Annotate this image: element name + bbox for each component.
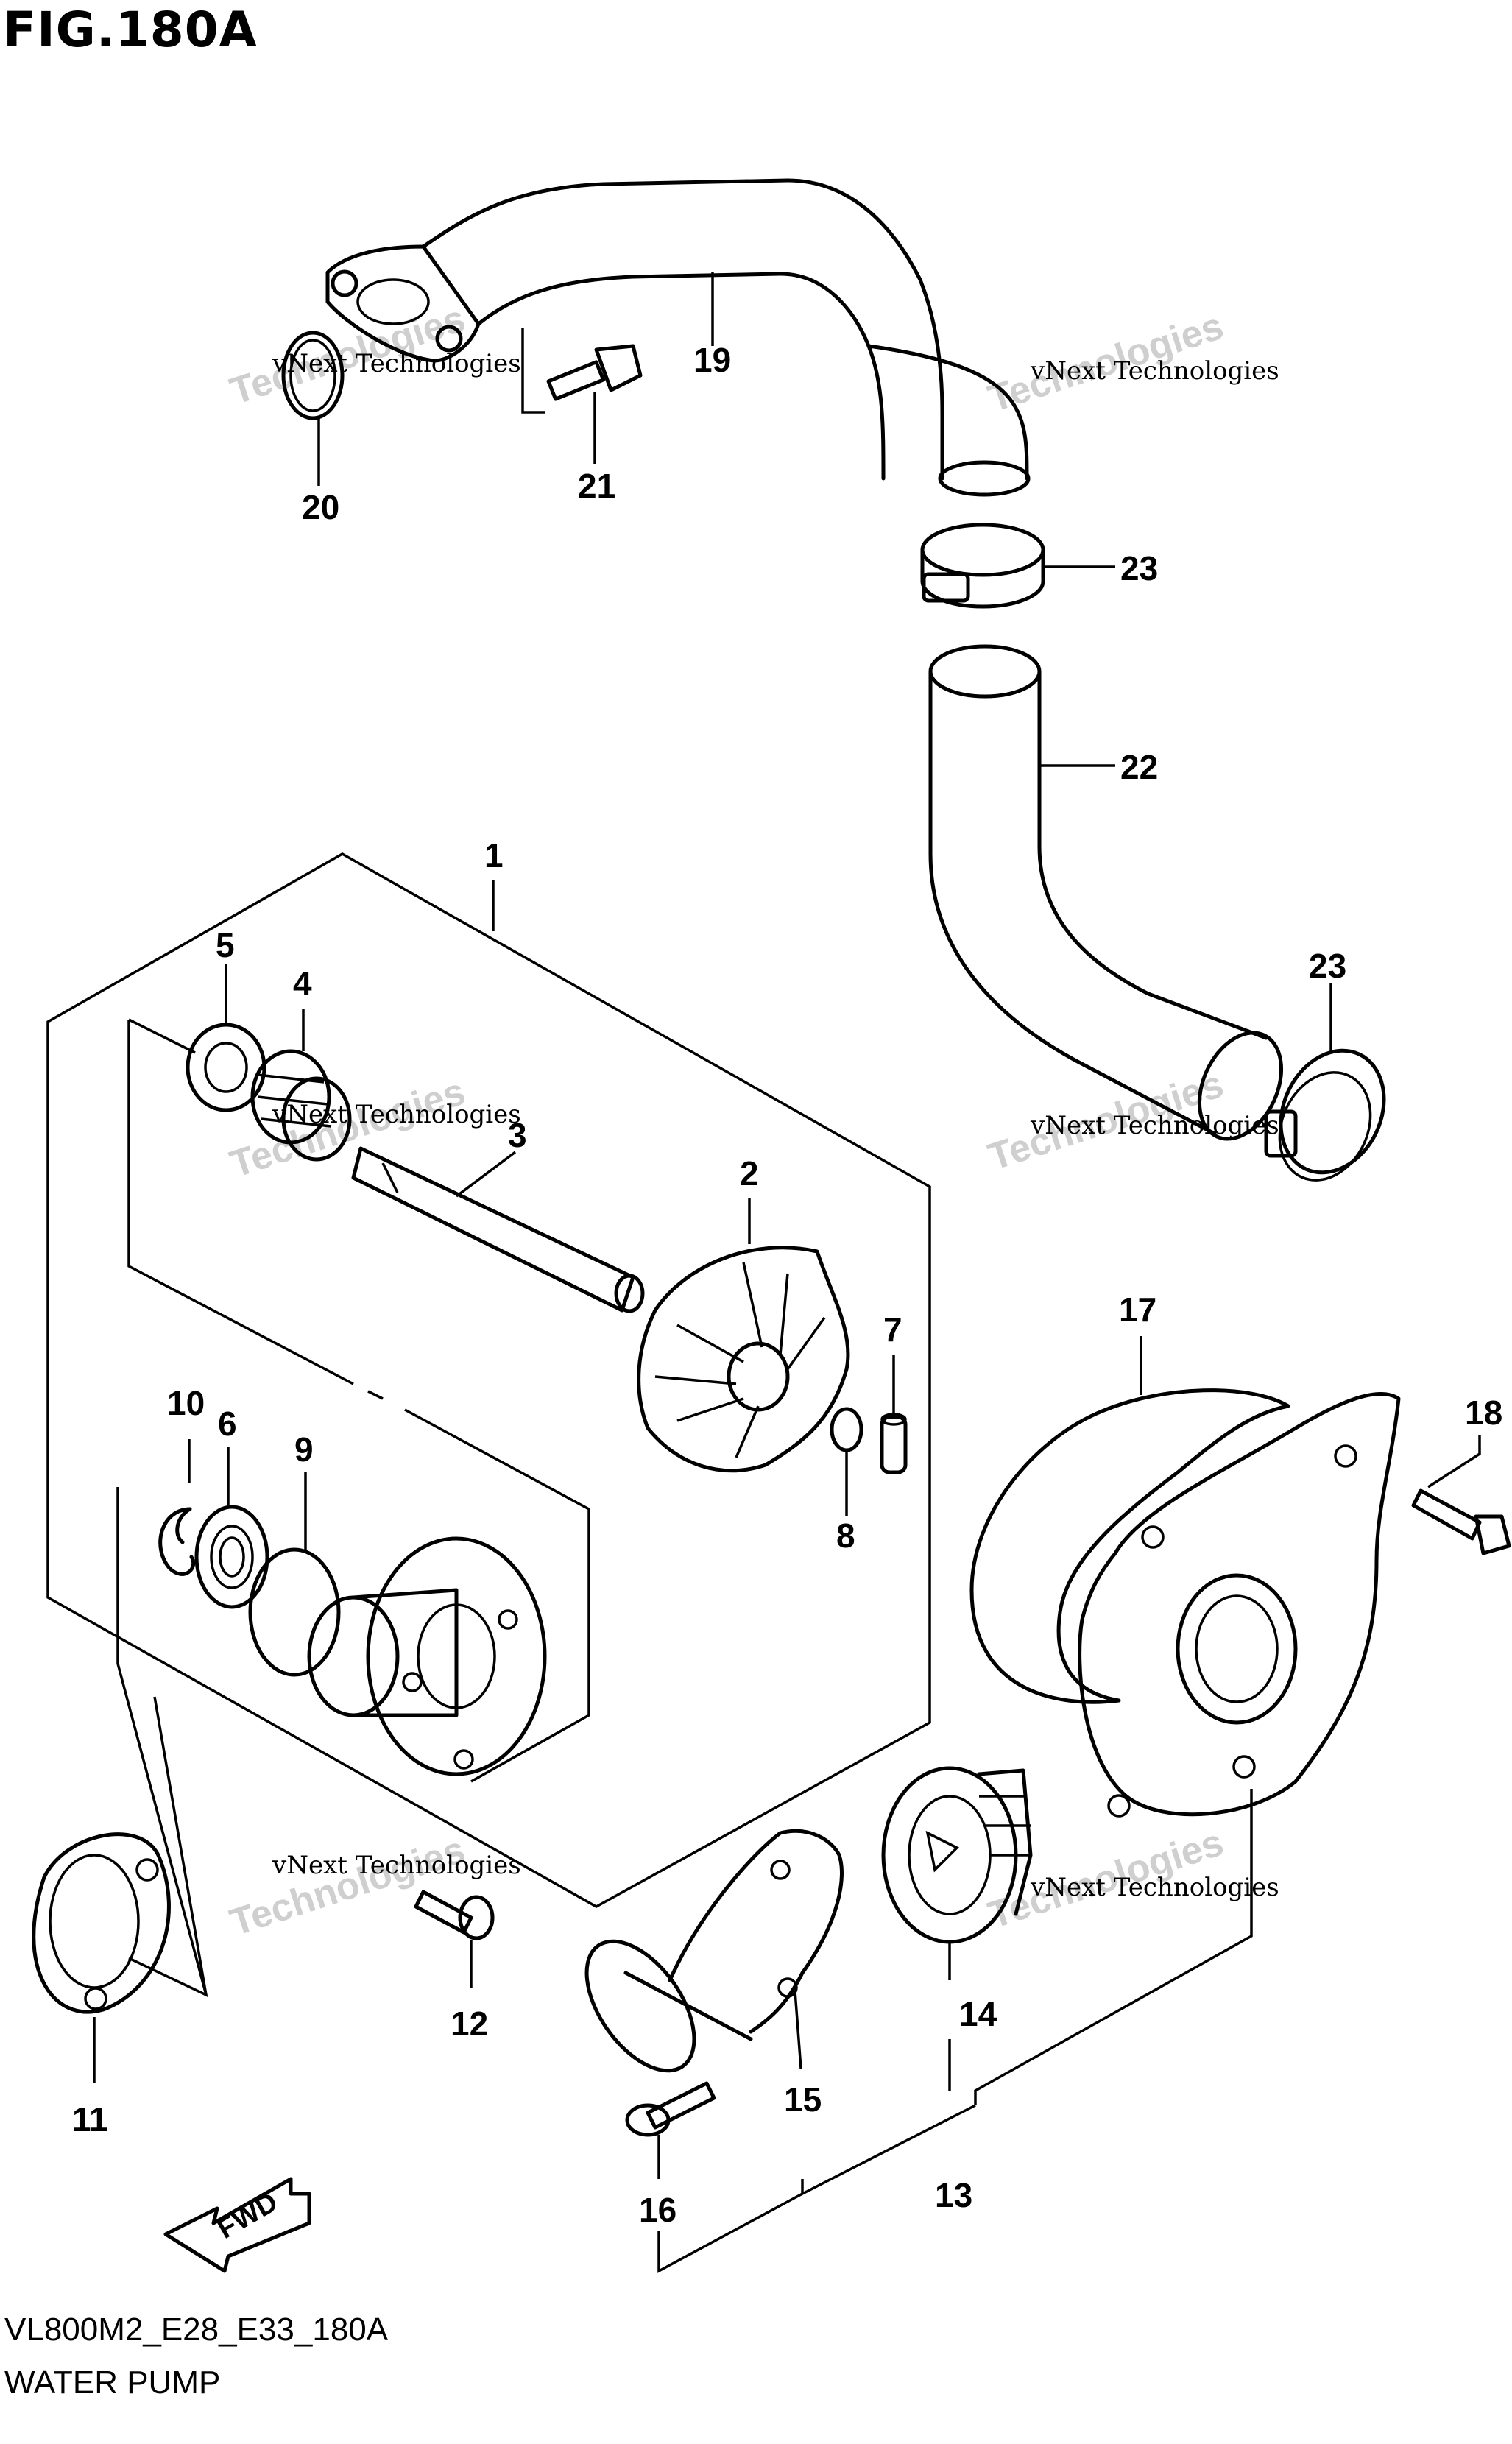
screw-12 bbox=[414, 1890, 495, 1940]
label-part-18: 18 bbox=[1465, 1394, 1502, 1432]
label-part-14: 14 bbox=[959, 1995, 997, 2033]
o-ring-9 bbox=[248, 1547, 341, 1677]
o-ring-20 bbox=[281, 331, 345, 420]
figure-title: FIG.180A bbox=[3, 1, 258, 58]
watermark-text: vNext Technologies bbox=[1030, 1873, 1279, 1902]
screw-16 bbox=[625, 2081, 716, 2137]
watermark-text: vNext Technologies bbox=[272, 349, 521, 378]
watermark-text: vNext Technologies bbox=[272, 1851, 521, 1880]
label-part-4: 4 bbox=[293, 964, 312, 1003]
mechanical-seal-4 bbox=[250, 1049, 352, 1162]
pump-housing bbox=[307, 1536, 547, 1776]
label-part-1: 1 bbox=[484, 836, 504, 875]
bolt-21 bbox=[521, 328, 643, 414]
label-part-22: 22 bbox=[1120, 748, 1158, 786]
bolt-18 bbox=[1411, 1488, 1511, 1555]
fwd-arrow: FWD bbox=[163, 2177, 311, 2273]
gasket-11 bbox=[32, 1832, 171, 2014]
section-name: WATER PUMP bbox=[4, 2364, 221, 2401]
o-ring-8 bbox=[830, 1407, 863, 1452]
label-part-16: 16 bbox=[639, 2191, 676, 2229]
label-part-11: 11 bbox=[72, 2100, 108, 2138]
pump-cover bbox=[1078, 1392, 1401, 1818]
pump-shaft-3 bbox=[351, 1146, 645, 1313]
label-part-8: 8 bbox=[836, 1516, 855, 1555]
hose-22 bbox=[928, 644, 1284, 1141]
label-part-2: 2 bbox=[740, 1154, 759, 1193]
circlip-10 bbox=[158, 1507, 196, 1576]
thermostat-housing-15 bbox=[584, 1829, 844, 2073]
label-part-15: 15 bbox=[784, 2080, 822, 2119]
hose-clamp-23-lower bbox=[1264, 1048, 1386, 1182]
label-part-7: 7 bbox=[883, 1310, 902, 1349]
label-part-5: 5 bbox=[216, 926, 235, 964]
impeller-2 bbox=[637, 1246, 850, 1473]
watermark-text: Technologies bbox=[225, 1829, 470, 1945]
hose-clamp-23-upper bbox=[920, 523, 1045, 609]
gasket-17 bbox=[969, 1388, 1290, 1704]
model-code: VL800M2_E28_E33_180A bbox=[4, 2311, 389, 2348]
outlet-pipe-19 bbox=[325, 178, 1031, 497]
label-part-20: 20 bbox=[302, 488, 339, 526]
label-part-13: 13 bbox=[935, 2176, 972, 2214]
pump-assembly-frame-1 bbox=[46, 852, 931, 1998]
label-part-12: 12 bbox=[451, 2005, 488, 2043]
o-ring-20-inner bbox=[289, 339, 336, 412]
bearing-6 bbox=[194, 1505, 269, 1609]
label-part-21: 21 bbox=[578, 467, 615, 505]
leader-lines bbox=[93, 272, 1481, 2273]
label-part-10: 10 bbox=[167, 1384, 205, 1422]
label-part-17: 17 bbox=[1119, 1290, 1156, 1329]
label-part-23-upper: 23 bbox=[1120, 549, 1158, 587]
label-part-3: 3 bbox=[508, 1116, 527, 1154]
label-part-23-lower: 23 bbox=[1309, 947, 1346, 985]
label-part-9: 9 bbox=[294, 1430, 314, 1469]
label-part-6: 6 bbox=[218, 1405, 237, 1443]
pin-7 bbox=[880, 1413, 908, 1474]
watermark-text: vNext Technologies bbox=[1030, 356, 1279, 386]
label-part-19: 19 bbox=[693, 341, 731, 379]
